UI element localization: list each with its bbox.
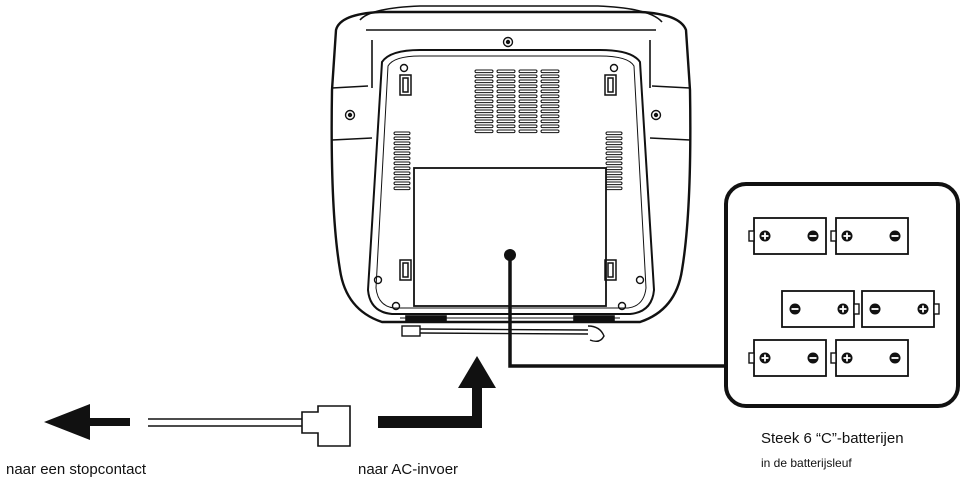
device-rear-view bbox=[330, 5, 692, 343]
rubber-foot-icon bbox=[399, 74, 617, 281]
antenna-icon bbox=[401, 325, 605, 343]
ac-input-arrow-icon bbox=[378, 356, 496, 428]
screw-icon bbox=[344, 36, 662, 311]
speaker-vents bbox=[393, 69, 623, 191]
battery-instruction-subtitle: in de batterijsleuf bbox=[761, 456, 852, 470]
battery-slots bbox=[748, 217, 940, 377]
battery-icon bbox=[748, 217, 827, 255]
battery-icon bbox=[748, 339, 827, 377]
battery-callout-line bbox=[504, 249, 732, 368]
battery-instruction-title: Steek 6 “C”-batterijen bbox=[761, 430, 904, 447]
battery-icon bbox=[830, 217, 909, 255]
power-cord bbox=[148, 405, 351, 447]
ac-input-label: naar AC-invoer bbox=[358, 461, 459, 478]
battery-icon bbox=[781, 290, 860, 328]
outlet-arrow-icon bbox=[44, 404, 130, 440]
battery-icon bbox=[861, 290, 940, 328]
battery-icon bbox=[830, 339, 909, 377]
outlet-label: naar een stopcontact bbox=[6, 461, 147, 478]
